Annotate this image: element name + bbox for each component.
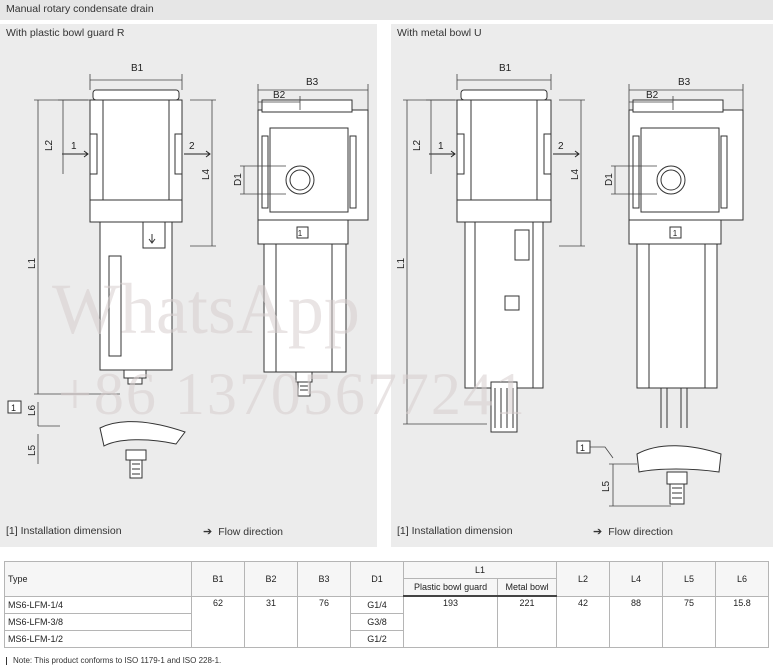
side-view xyxy=(628,99,744,428)
dim-l4: L4 xyxy=(201,168,212,180)
panel-title: With metal bowl U xyxy=(397,27,482,39)
install-tag: 1 xyxy=(11,403,16,413)
cell-type: MS6-LFM-1/4 xyxy=(4,595,192,614)
side-view xyxy=(257,99,369,397)
cell-l6: 15.8 xyxy=(715,595,769,648)
header-type: Type xyxy=(4,561,192,597)
section-header: Manual rotary condensate drain xyxy=(0,0,773,20)
header-l6: L6 xyxy=(715,561,769,597)
rotary-knob-detail xyxy=(99,421,186,479)
header-l1-metal: Metal bowl xyxy=(497,578,557,597)
cell-l1-metal: 221 xyxy=(497,595,557,648)
header-l4: L4 xyxy=(609,561,663,597)
front-view xyxy=(89,89,183,385)
front-view xyxy=(456,89,552,433)
dim-l1: L1 xyxy=(396,257,407,269)
port-in-label: 1 xyxy=(71,141,77,152)
cell-l4: 88 xyxy=(609,595,663,648)
legend-flow: ➔Flow direction xyxy=(203,526,283,538)
cell-l1-plastic: 193 xyxy=(402,595,499,648)
cell-b1: 62 xyxy=(191,595,245,648)
install-tag-side: 1 xyxy=(673,229,678,238)
arrow-right-icon: ➔ xyxy=(593,526,603,538)
header-b3: B3 xyxy=(297,561,351,597)
dim-l4: L4 xyxy=(570,168,581,180)
header-l5: L5 xyxy=(662,561,716,597)
cell-l5: 75 xyxy=(662,595,716,648)
cell-d1: G3/8 xyxy=(350,612,404,631)
dim-b2: B2 xyxy=(273,90,286,101)
note-marker xyxy=(6,656,7,665)
cell-d1: G1/2 xyxy=(350,629,404,648)
dim-b2: B2 xyxy=(646,90,659,101)
header-d1: D1 xyxy=(350,561,404,597)
legend-install: [1] Installation dimension xyxy=(6,525,122,537)
dim-l5: L5 xyxy=(27,444,38,456)
plastic-bowl-drawing: 1 2 B1 L2 L4 L1 L6 L5 1 xyxy=(7,63,369,479)
metal-bowl-panel: With metal bowl U 1 2 B1 xyxy=(391,24,773,547)
port-out-label: 2 xyxy=(189,141,195,152)
table-row: MS6-LFM-1/4 62 31 76 G1/4 193 221 42 88 … xyxy=(4,595,769,648)
port-out-label: 2 xyxy=(558,141,564,152)
dim-l1: L1 xyxy=(27,257,38,269)
table-row: MS6-LFM-3/8 G3/8 xyxy=(4,612,769,631)
header-l1: L1 xyxy=(403,561,557,579)
dim-b3: B3 xyxy=(678,77,691,88)
dim-l2: L2 xyxy=(44,139,55,151)
dim-l6: L6 xyxy=(27,404,38,416)
cell-type: MS6-LFM-1/2 xyxy=(4,629,192,648)
port-in-label: 1 xyxy=(438,141,444,152)
section-title: Manual rotary condensate drain xyxy=(6,3,154,15)
install-tag-side: 1 xyxy=(298,229,303,238)
cell-d1: G1/4 xyxy=(350,595,404,614)
dim-d1: D1 xyxy=(233,173,244,186)
rotary-knob-detail xyxy=(636,445,722,505)
specification-table: Type B1 B2 B3 D1 L1 L2 L4 L5 L6 Plastic … xyxy=(4,561,769,648)
metal-bowl-drawing: 1 2 B1 L2 L4 L1 1 xyxy=(396,63,744,507)
legend-install: [1] Installation dimension xyxy=(397,525,513,537)
footnote: Note: This product conforms to ISO 1179-… xyxy=(6,656,221,665)
cell-b2: 31 xyxy=(244,595,298,648)
legend-flow: ➔Flow direction xyxy=(593,526,673,538)
header-b1: B1 xyxy=(191,561,245,597)
dim-b1: B1 xyxy=(131,63,144,74)
table-row: MS6-LFM-1/2 G1/2 xyxy=(4,629,769,648)
dim-d1: D1 xyxy=(604,173,615,186)
arrow-right-icon: ➔ xyxy=(203,526,213,538)
cell-type: MS6-LFM-3/8 xyxy=(4,612,192,631)
dim-l2: L2 xyxy=(412,139,423,151)
note-text: Note: This product conforms to ISO 1179-… xyxy=(13,656,222,665)
flow-arrows xyxy=(62,150,211,158)
install-tag: 1 xyxy=(580,443,585,453)
header-b2: B2 xyxy=(244,561,298,597)
dim-b1: B1 xyxy=(499,63,512,74)
flow-arrows xyxy=(429,150,580,158)
header-l2: L2 xyxy=(556,561,610,597)
cell-l2: 42 xyxy=(556,595,610,648)
header-l1-plastic: Plastic bowl guard xyxy=(402,578,499,597)
plastic-bowl-panel: With plastic bowl guard R 1 2 xyxy=(0,24,377,547)
panel-title: With plastic bowl guard R xyxy=(6,27,125,39)
dim-l5: L5 xyxy=(601,480,612,492)
dim-b3: B3 xyxy=(306,77,319,88)
cell-b3: 76 xyxy=(297,595,351,648)
